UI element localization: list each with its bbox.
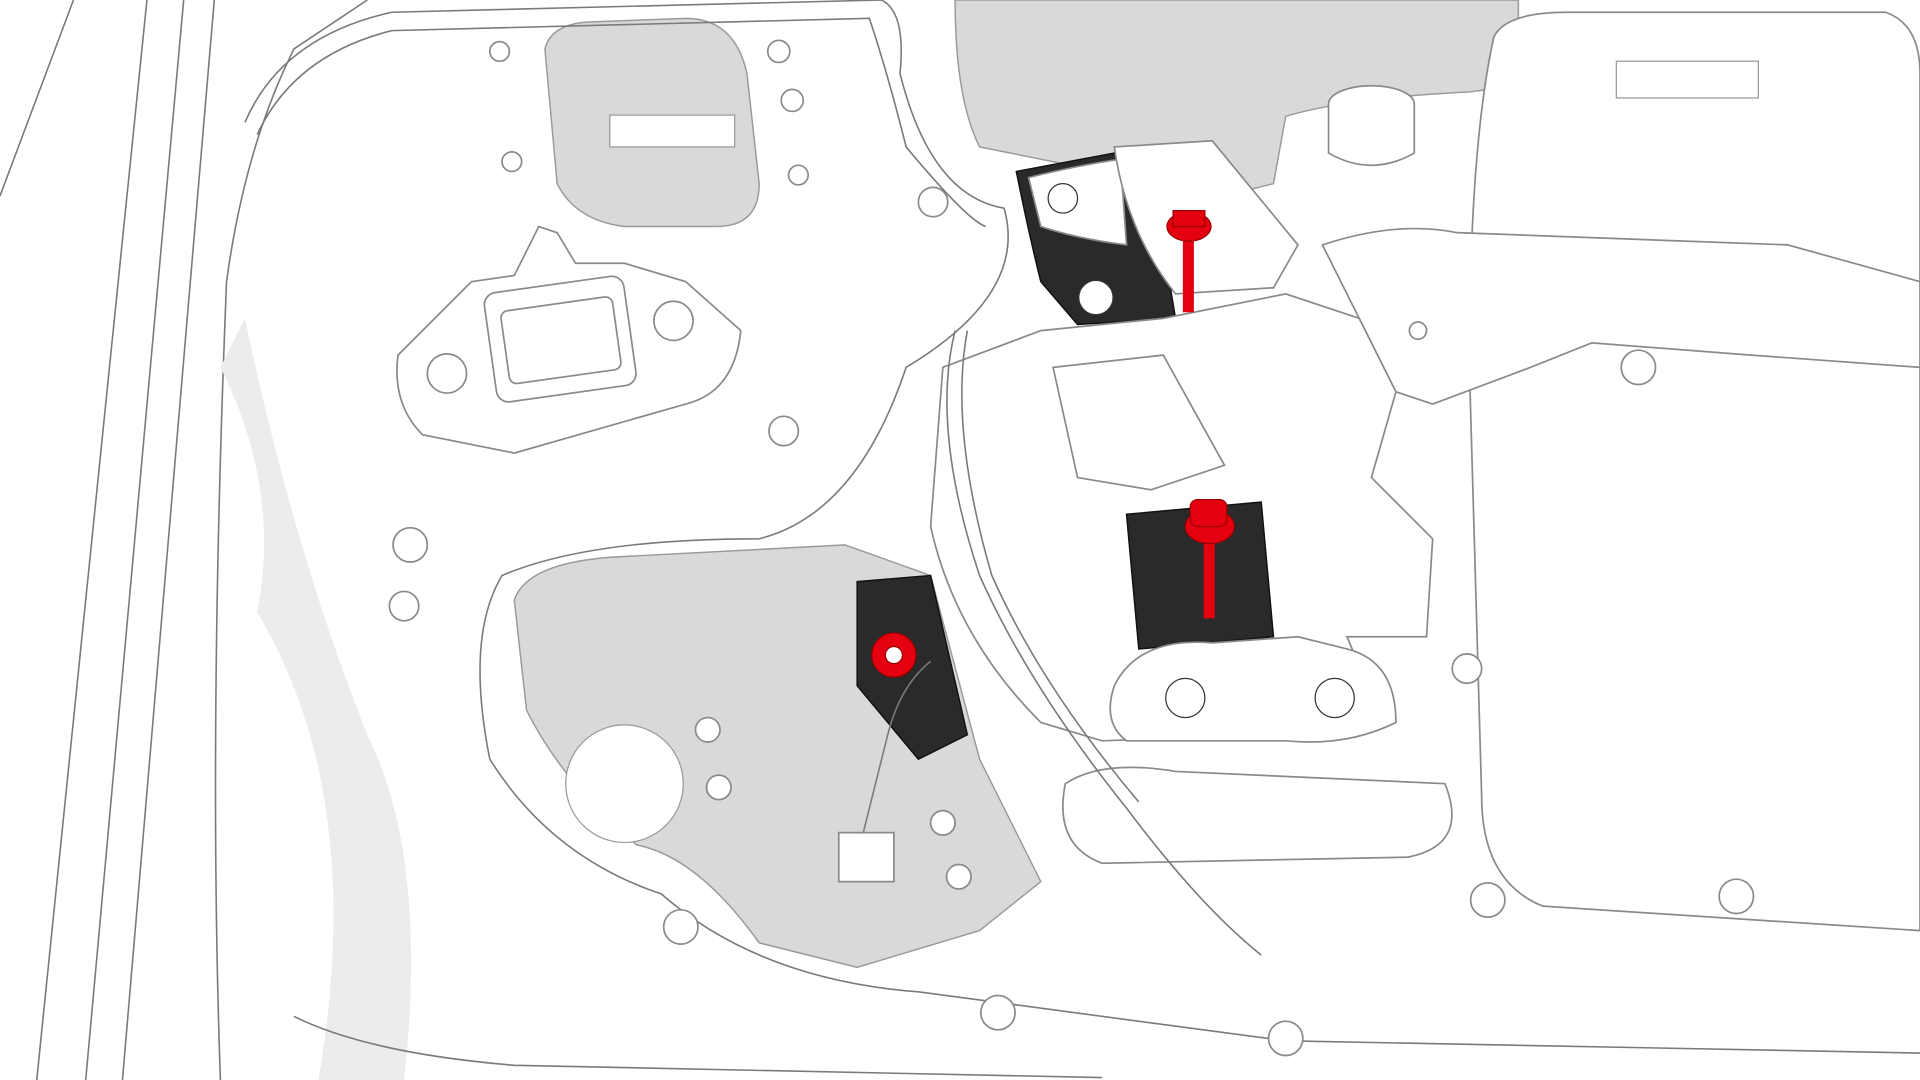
left-frame-rails bbox=[0, 0, 412, 1080]
highlighted-bolt-center bbox=[1184, 498, 1235, 619]
panel-opening-top bbox=[954, 0, 1520, 197]
label-plate-right bbox=[1615, 60, 1759, 99]
coolant-port bbox=[1327, 84, 1416, 167]
mount-bracket-left bbox=[396, 225, 742, 454]
label-plate bbox=[609, 114, 736, 148]
highlighted-nut-left bbox=[871, 632, 917, 678]
highlighted-bolt-upper bbox=[1166, 210, 1212, 313]
main-assembly bbox=[856, 292, 1453, 956]
harness-connector bbox=[837, 660, 932, 883]
frame-outline bbox=[244, 0, 1920, 1054]
harness-bracket bbox=[1321, 227, 1920, 405]
right-cover bbox=[1468, 11, 1920, 932]
studs bbox=[388, 39, 1755, 1057]
